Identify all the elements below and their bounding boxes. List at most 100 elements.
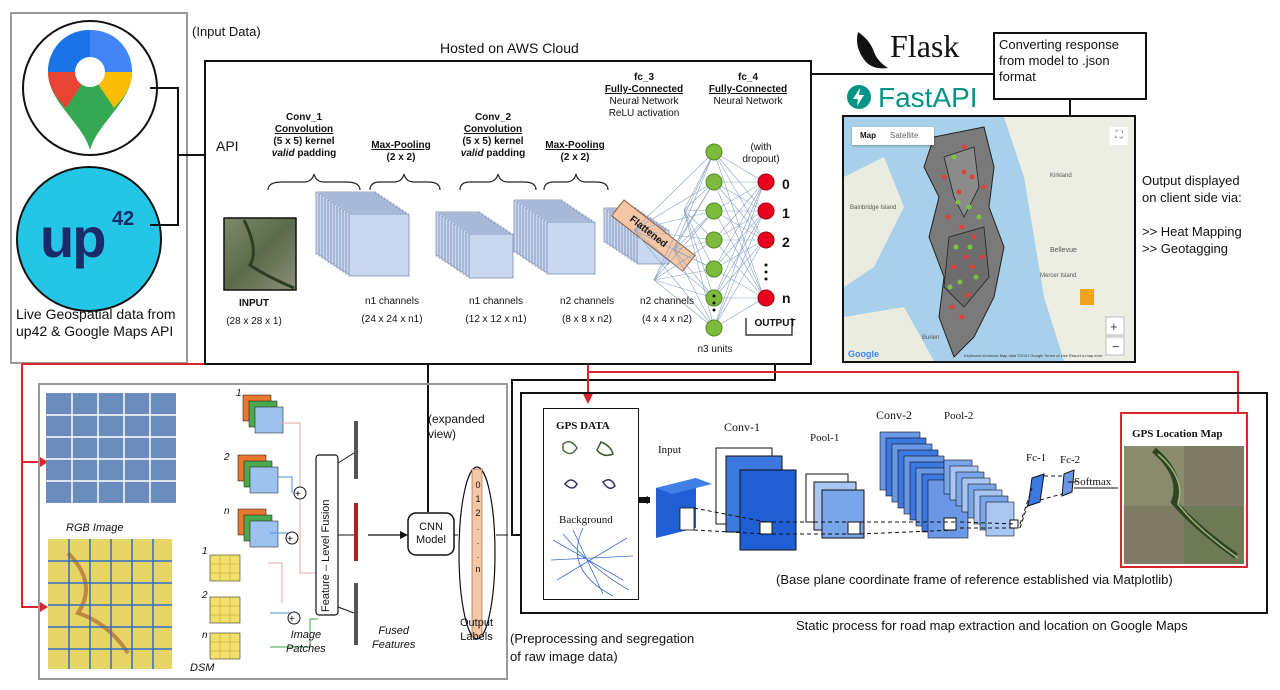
conv2-stack [513,199,596,275]
conv1-stage-label: Conv-1 [724,420,760,434]
patch-layer [249,466,279,494]
maxpool1-header: Max-Pooling (2 x 2) [366,140,436,164]
converting-label: Converting response from model to .json … [999,37,1119,84]
output-displayed-1: Output displayed [1142,173,1240,188]
svg-text:−: − [1112,339,1120,354]
map-marker [961,169,967,175]
input-stage-label: Input [658,444,682,456]
output-vector-2: 2 [475,508,481,518]
fc-connection [713,181,765,270]
pool2-caption: n2 channels (4 x 4 x n2) [630,296,704,326]
output-vector-3: . [476,522,480,532]
map-marker [949,304,955,310]
conv2-padding-a: valid [460,148,484,159]
fc-connection [633,181,715,231]
patch-label-top-1: 1 [236,388,242,399]
map-marker [979,254,985,260]
fc-connection [713,297,765,329]
dropout-line2: dropout) [742,154,780,165]
map-marker [967,244,973,250]
conv1-stack [315,191,410,277]
ellipsis-dot [712,308,716,312]
conv1-kernel: (5 x 5) kernel [273,136,335,147]
ellipsis-dot [712,294,716,298]
cnn-model-1: CNN [419,521,443,533]
dropout-line1: (with [750,142,772,153]
conv1-caption-channels: n1 channels [365,296,419,307]
input-data-label: (Input Data) [192,24,261,39]
maxpool2-header: Max-Pooling (2 x 2) [540,140,610,164]
maxpool1-size: (2 x 2) [386,152,416,163]
fc3-node [705,143,723,161]
cnn-diagram [223,143,793,337]
map-marker [951,264,957,270]
output-displayed-2: on client side via: [1142,190,1242,205]
map-place-mercer: Mercer Island [1040,273,1077,279]
conv2-padding: valid padding [453,148,533,160]
preprocess-label: (Preprocessing and segregation of raw im… [510,630,694,666]
fullscreen-icon[interactable]: ⛶ [1110,127,1128,145]
map-marker [956,189,962,195]
pool1-stage-label: Pool-1 [810,432,840,444]
output-caption: OUTPUT [754,318,796,329]
output-0: 0 [782,176,790,192]
image-patches-1: Image [290,629,322,641]
fc4-header: fc_4 Fully-Connected Neural Network [706,72,790,108]
expanded-view-label: (expanded view) [428,412,485,442]
fc2-stage-label: Fc-2 [1060,454,1081,466]
conv2-caption-dim: (8 x 8 x n2) [561,314,613,325]
output-labels-1: Output [460,617,494,629]
background-label: Background [559,514,613,526]
fc4-title: fc_4 [737,72,758,83]
map-marker [966,204,972,210]
satellite-tab[interactable]: Satellite [890,131,919,140]
fc-connection [653,239,715,281]
image-patches-2: Patches [286,643,326,655]
fc3-node [705,319,723,337]
svg-text:+: + [287,534,293,545]
output-vector-0: 0 [475,480,481,490]
map-marker [976,214,982,220]
fc-connection [683,209,715,270]
map-type-toggle[interactable]: Map Satellite [852,127,934,145]
patch-label-bottom-n: n [202,630,208,641]
fc-connection [713,181,765,241]
pool2-map [985,501,1015,537]
cnn-model-label: CNN Model [408,521,454,547]
input-caption: INPUT (28 x 28 x 1) [218,298,290,328]
fc3-node [705,173,723,191]
conv2-stage-label: Conv-2 [876,408,912,422]
map-tab[interactable]: Map [860,131,876,140]
fc3-desc2: ReLU activation [608,108,680,119]
fc-connection [633,229,715,329]
fc-connection [633,210,715,231]
output-vector-1: 1 [475,494,481,504]
preprocess-1: (Preprocessing and segregation [510,631,695,646]
fc-connection [713,151,765,241]
pool1-caption-dim: (12 x 12 x n1) [465,314,527,325]
feature-fusion-label: Feature – Level Fusion [320,499,332,612]
rgb-image-label: RGB Image [66,522,124,534]
map-place-bainbridge: Bainbridge Island [850,205,897,211]
gps-location-map-image [1124,446,1244,564]
up42-logo-text: up [40,206,106,269]
static-process-panel [520,392,1268,614]
map-marker [941,174,947,180]
map-marker [953,244,959,250]
conv2-title: Conv_2 [474,112,512,123]
conv2-caption-channels: n2 channels [560,296,614,307]
feature-map [546,221,596,275]
fc-connection [713,239,765,329]
conv1-padding-a: valid [271,148,295,159]
map-marker [957,279,963,285]
fc-connection [713,181,765,299]
output-1: 1 [782,205,790,221]
google-map-frame: + − Map Satellite ⛶ Bainbridge Island Ki… [842,115,1136,363]
conv2-header: Conv_2 Convolution (5 x 5) kernel valid … [453,112,533,160]
base-plane-label: (Base plane coordinate frame of referenc… [776,572,1173,587]
output-displayed-text: Output displayed on client side via: >> … [1142,172,1242,257]
fc-connection [653,279,715,329]
map-marker [963,254,969,260]
conv1-title: Conv_1 [285,112,323,123]
patch-label-bottom-2: 2 [202,590,208,601]
